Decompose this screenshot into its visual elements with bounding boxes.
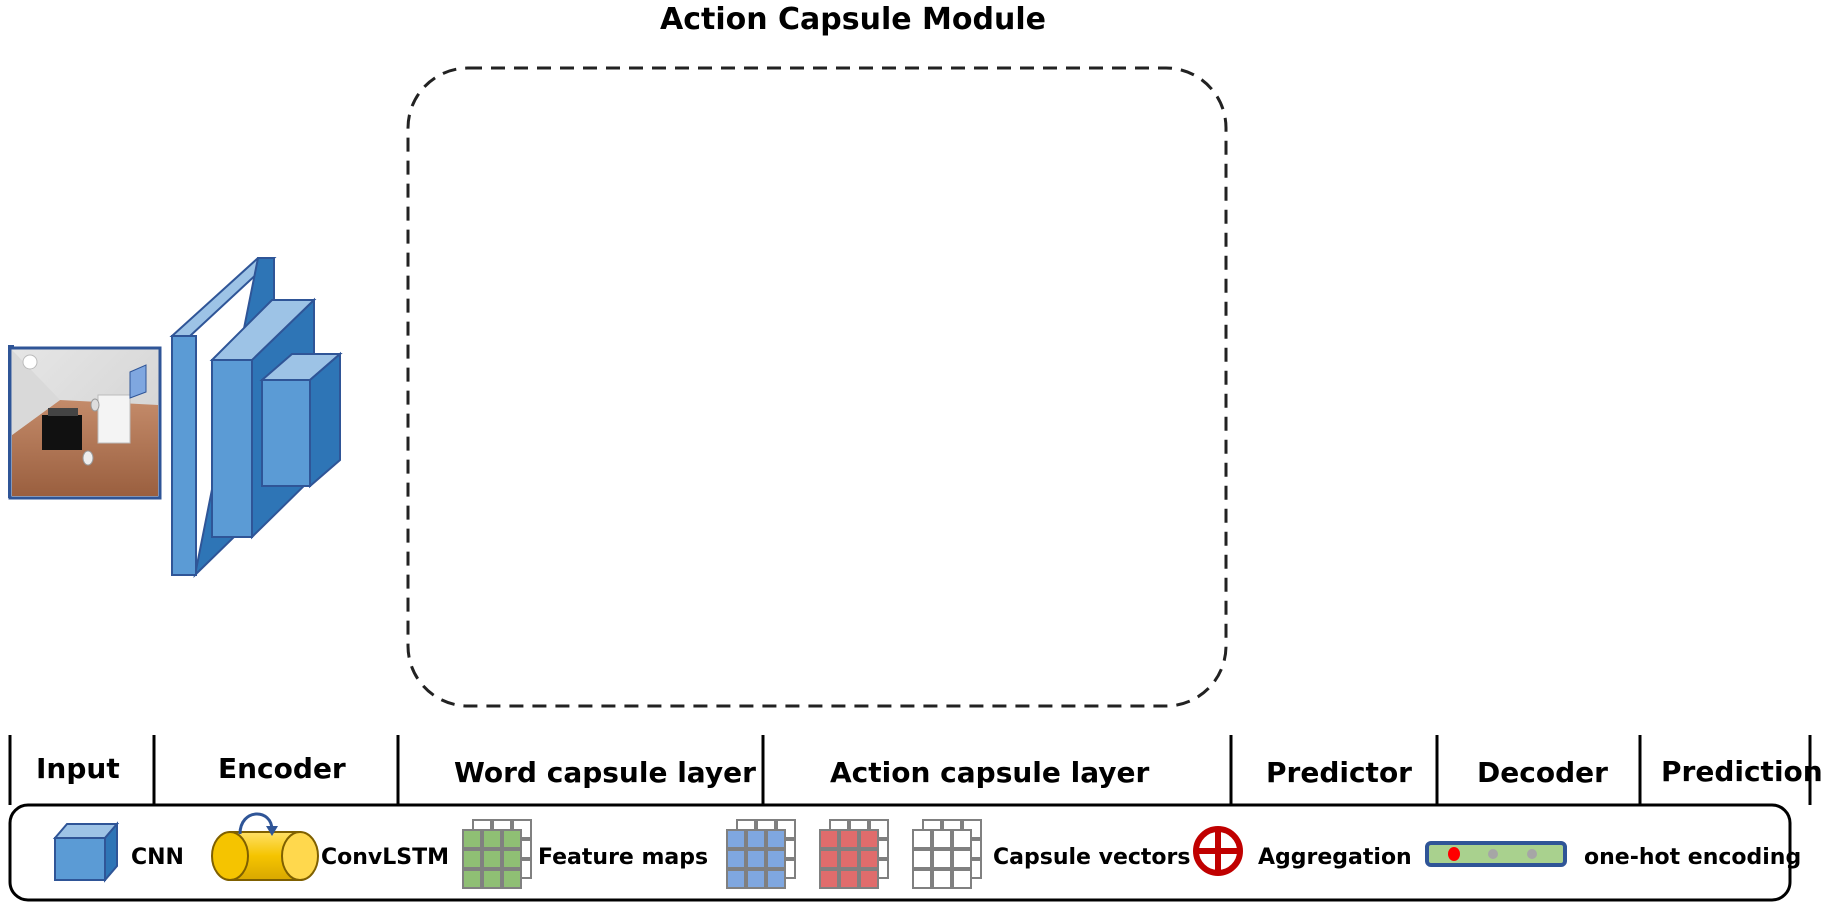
legend-label-cnn: CNN (131, 845, 184, 870)
stage-label-input: Input (36, 752, 120, 785)
encoder-cnn-blocks (169, 257, 343, 578)
module-title: Action Capsule Module (660, 2, 1046, 37)
input-image (8, 345, 162, 500)
capsule-red-legend-icon (819, 819, 889, 889)
stage-label-decoder: Decoder (1477, 756, 1608, 789)
capsule-blue-legend-icon (726, 819, 796, 889)
stage-label-action-capsule: Action capsule layer (830, 756, 1150, 789)
stage-label-predictor: Predictor (1266, 756, 1412, 789)
cnn-legend-icon (52, 821, 120, 883)
aggregation-legend-icon (1193, 826, 1243, 876)
legend-frame (8, 803, 1792, 902)
legend-label-one-hot: one-hot encoding (1584, 845, 1802, 870)
legend-label-capsule-vectors: Capsule vectors (993, 845, 1191, 870)
one-hot-legend-icon (1425, 841, 1567, 867)
feature-maps-legend-icon (462, 819, 532, 889)
legend-label-feature-maps: Feature maps (538, 845, 709, 870)
legend-label-convlstm: ConvLSTM (321, 845, 450, 870)
stage-label-encoder: Encoder (218, 752, 346, 785)
legend-label-aggregation: Aggregation (1258, 845, 1412, 870)
action-capsule-module-box (406, 66, 1228, 708)
stage-label-prediction: Prediction (1661, 755, 1823, 788)
capsule-white-legend-icon (912, 819, 982, 889)
stage-label-word-capsule: Word capsule layer (454, 756, 756, 789)
stage-dividers (8, 735, 1812, 805)
convlstm-legend-icon (211, 812, 319, 881)
